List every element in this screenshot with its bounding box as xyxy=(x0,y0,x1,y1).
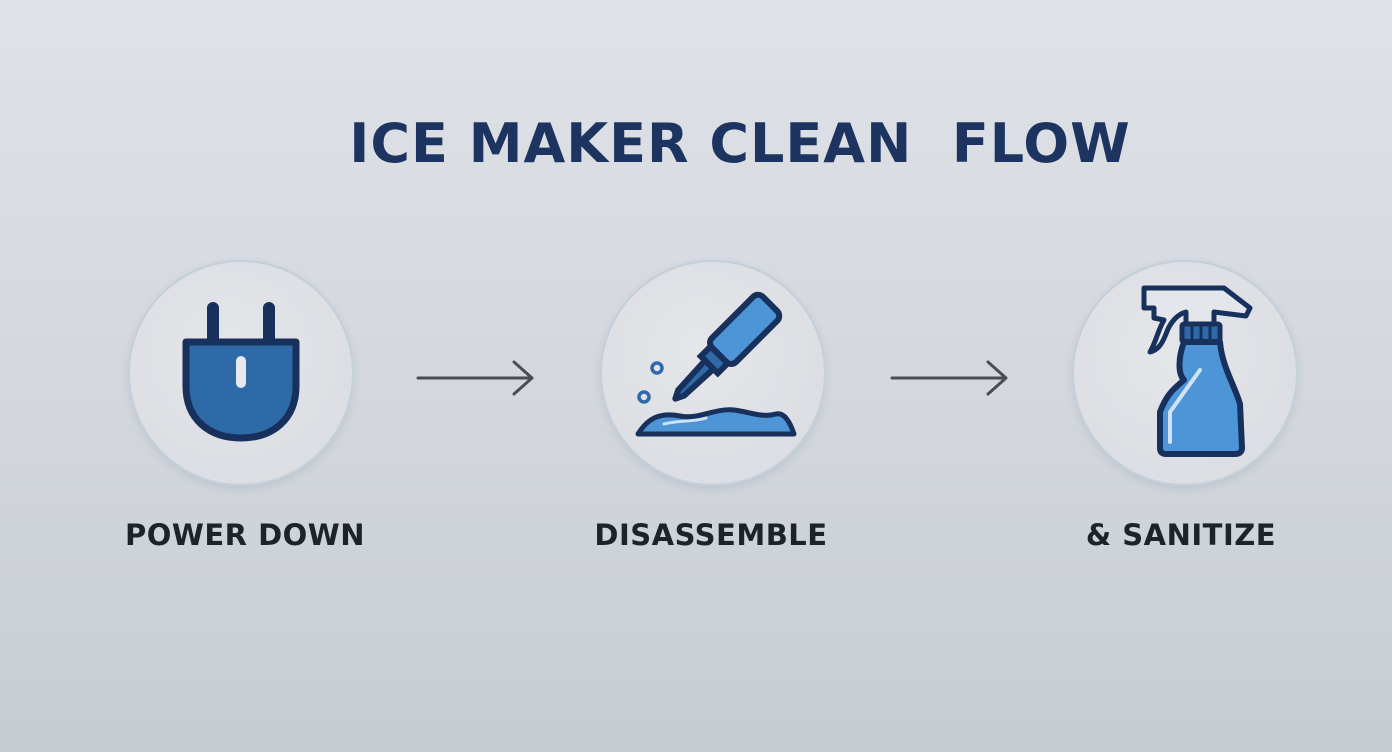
spray-bottle-icon xyxy=(1141,285,1253,457)
step-2-label: DISASSEMBLE xyxy=(594,518,828,552)
step-3-circle xyxy=(1072,260,1298,486)
step-1-circle xyxy=(128,260,354,486)
arrow-right-icon xyxy=(890,360,1008,396)
page-title: ICE MAKER CLEAN FLOW xyxy=(349,112,1131,175)
step-1-label: POWER DOWN xyxy=(124,518,366,552)
plug-icon xyxy=(182,302,300,442)
tool-icon xyxy=(635,291,797,437)
step-3-label: & SANITIZE xyxy=(1085,518,1277,552)
step-2-circle xyxy=(600,260,826,486)
arrow-right-icon xyxy=(416,360,534,396)
